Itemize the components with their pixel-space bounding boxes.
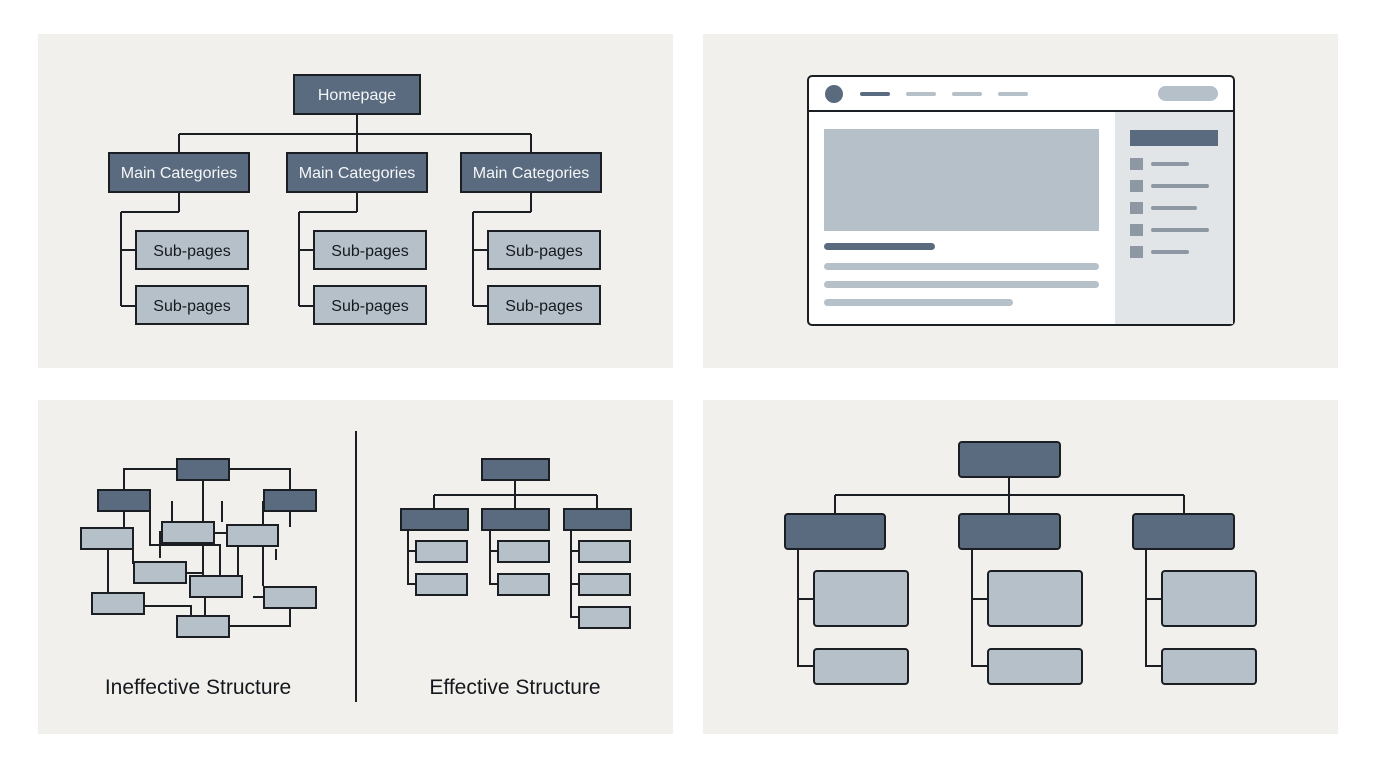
category-node	[1132, 513, 1235, 550]
tree-connectors	[407, 480, 598, 618]
category-label: Main Categories	[299, 165, 416, 182]
ineffective-caption: Ineffective Structure	[105, 676, 291, 699]
content-text-line	[824, 281, 1099, 288]
hierarchy-diagram	[784, 441, 1257, 685]
website-wireframe	[807, 75, 1235, 326]
homepage-node: Homepage	[293, 74, 421, 115]
subpage-label: Sub-pages	[153, 298, 230, 315]
subpage-label: Sub-pages	[505, 243, 582, 260]
sitemap-diagram: Homepage Main Categories Main Categories…	[108, 74, 602, 325]
sitemap-panel: Homepage Main Categories Main Categories…	[38, 34, 673, 368]
subpage-label: Sub-pages	[331, 298, 408, 315]
nav-link	[998, 92, 1028, 96]
subpage-label: Sub-pages	[331, 243, 408, 260]
child-node	[987, 570, 1083, 627]
child-node	[987, 648, 1083, 685]
category-node: Main Categories	[108, 152, 250, 193]
effective-structure-diagram	[400, 458, 632, 629]
category-label: Main Categories	[121, 165, 238, 182]
sitemap-connectors	[120, 114, 532, 307]
nav-link	[906, 92, 936, 96]
hierarchy-connectors	[797, 477, 1185, 667]
nav-link	[860, 92, 890, 96]
wireframe-panel	[703, 34, 1338, 368]
category-node	[784, 513, 886, 550]
ineffective-structure-diagram	[80, 458, 317, 638]
hero-image-block	[824, 129, 1099, 231]
category-node	[958, 513, 1061, 550]
subpage-node: Sub-pages	[487, 285, 601, 325]
subpage-label: Sub-pages	[153, 243, 230, 260]
structure-comparison-panel: Ineffective Structure Effective Structur…	[38, 400, 673, 734]
child-node	[1161, 570, 1257, 627]
subpage-label: Sub-pages	[505, 298, 582, 315]
root-node	[958, 441, 1061, 478]
child-node	[813, 570, 909, 627]
child-node	[813, 648, 909, 685]
sidebar-list	[1130, 158, 1209, 258]
header-button	[1158, 86, 1218, 101]
category-label: Main Categories	[473, 165, 590, 182]
homepage-label: Homepage	[318, 87, 396, 104]
nav-link	[952, 92, 982, 96]
subpage-node: Sub-pages	[135, 285, 249, 325]
sidebar	[1115, 112, 1233, 324]
subpage-node: Sub-pages	[313, 285, 427, 325]
content-heading-bar	[824, 243, 935, 250]
sidebar-heading-block	[1130, 130, 1218, 146]
logo-icon	[825, 85, 843, 103]
content-text-line	[824, 299, 1013, 306]
category-node: Main Categories	[460, 152, 602, 193]
subpage-node: Sub-pages	[487, 230, 601, 270]
subpage-node: Sub-pages	[313, 230, 427, 270]
hierarchy-panel	[703, 400, 1338, 734]
effective-caption: Effective Structure	[429, 676, 600, 699]
child-node	[1161, 648, 1257, 685]
content-text-line	[824, 263, 1099, 270]
subpage-node: Sub-pages	[135, 230, 249, 270]
comparison-diagram: Ineffective Structure Effective Structur…	[80, 431, 632, 702]
category-node: Main Categories	[286, 152, 428, 193]
